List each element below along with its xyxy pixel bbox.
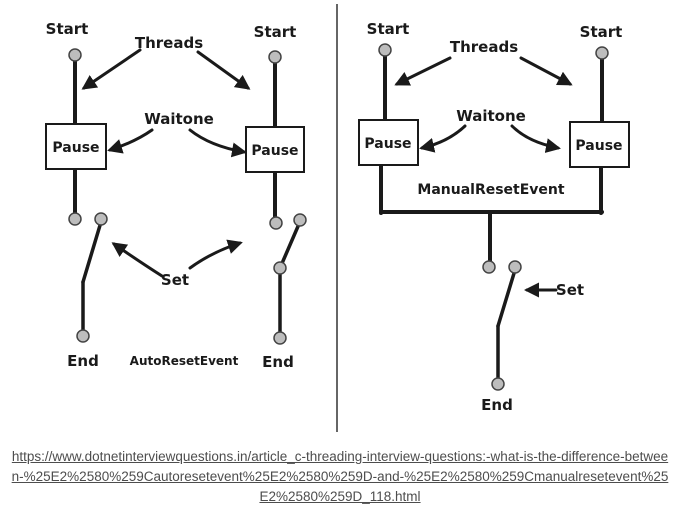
left-diagram-nodes — [68, 48, 307, 345]
m-left-pause-box — [358, 119, 419, 166]
left-pause-box — [45, 123, 107, 170]
m-threads-arrow-right — [519, 56, 573, 86]
m-end-node — [491, 377, 505, 391]
left-end-node — [76, 329, 90, 343]
m-start-label-1: Start — [367, 20, 410, 38]
threads-arrow-left — [81, 48, 142, 90]
right-diagram-nodes — [378, 43, 609, 391]
waitone-arrow-right — [188, 128, 247, 158]
m-pause-label-1: Pause — [364, 136, 411, 152]
right-switch-joint — [273, 261, 287, 275]
left-pause-label-2: Pause — [251, 143, 298, 159]
threads-arrow-right — [196, 50, 251, 90]
auto-reset-event-label: AutoResetEvent — [130, 354, 239, 368]
m-waitone-arrow-left — [419, 124, 467, 153]
left-pause-label-1: Pause — [52, 140, 99, 156]
source-url-link[interactable]: https://www.dotnetinterviewquestions.in/… — [11, 449, 669, 504]
m-waitone-arrow-right — [510, 124, 561, 153]
left-switch-pivot — [94, 212, 108, 226]
m-right-start-node — [595, 46, 609, 60]
left-start-label-1: Start — [46, 20, 89, 38]
m-switch-contact — [482, 260, 496, 274]
right-pause-box — [245, 126, 305, 173]
left-start-node — [68, 48, 82, 62]
set-arrow-right — [188, 239, 243, 270]
m-end-label: End — [481, 396, 513, 414]
m-start-label-2: Start — [580, 23, 623, 41]
right-end-node — [273, 331, 287, 345]
left-end-label-1: End — [67, 352, 99, 370]
left-start-label-2: Start — [254, 23, 297, 41]
m-switch-pivot — [508, 260, 522, 274]
left-threads-label: Threads — [135, 34, 203, 52]
threading-diagram: Start Start Threads Waitone Pause Pause … — [45, 4, 630, 432]
m-threads-arrow-left — [394, 56, 452, 86]
left-waitone-label: Waitone — [144, 110, 214, 128]
right-switch-pivot — [293, 213, 307, 227]
auto-reset-diagram — [73, 48, 301, 338]
left-switch-blade — [81, 220, 103, 284]
m-pause-label-2: Pause — [575, 138, 622, 154]
m-waitone-label: Waitone — [456, 107, 526, 125]
left-set-label: Set — [161, 271, 189, 289]
m-threads-label: Threads — [450, 38, 518, 56]
left-end-label-2: End — [262, 353, 294, 371]
right-switch-blade — [278, 222, 301, 270]
manual-reset-event-label: ManualResetEvent — [417, 182, 565, 198]
m-set-label: Set — [556, 281, 584, 299]
right-switch-contact — [269, 216, 283, 230]
set-arrow-left — [111, 242, 164, 278]
m-right-pause-box — [569, 121, 630, 168]
manual-reset-diagram — [379, 48, 604, 382]
m-left-start-node — [378, 43, 392, 57]
m-switch-blade — [496, 268, 517, 328]
waitone-arrow-left — [107, 128, 154, 154]
left-switch-contact — [68, 212, 82, 226]
right-start-node — [268, 50, 282, 64]
